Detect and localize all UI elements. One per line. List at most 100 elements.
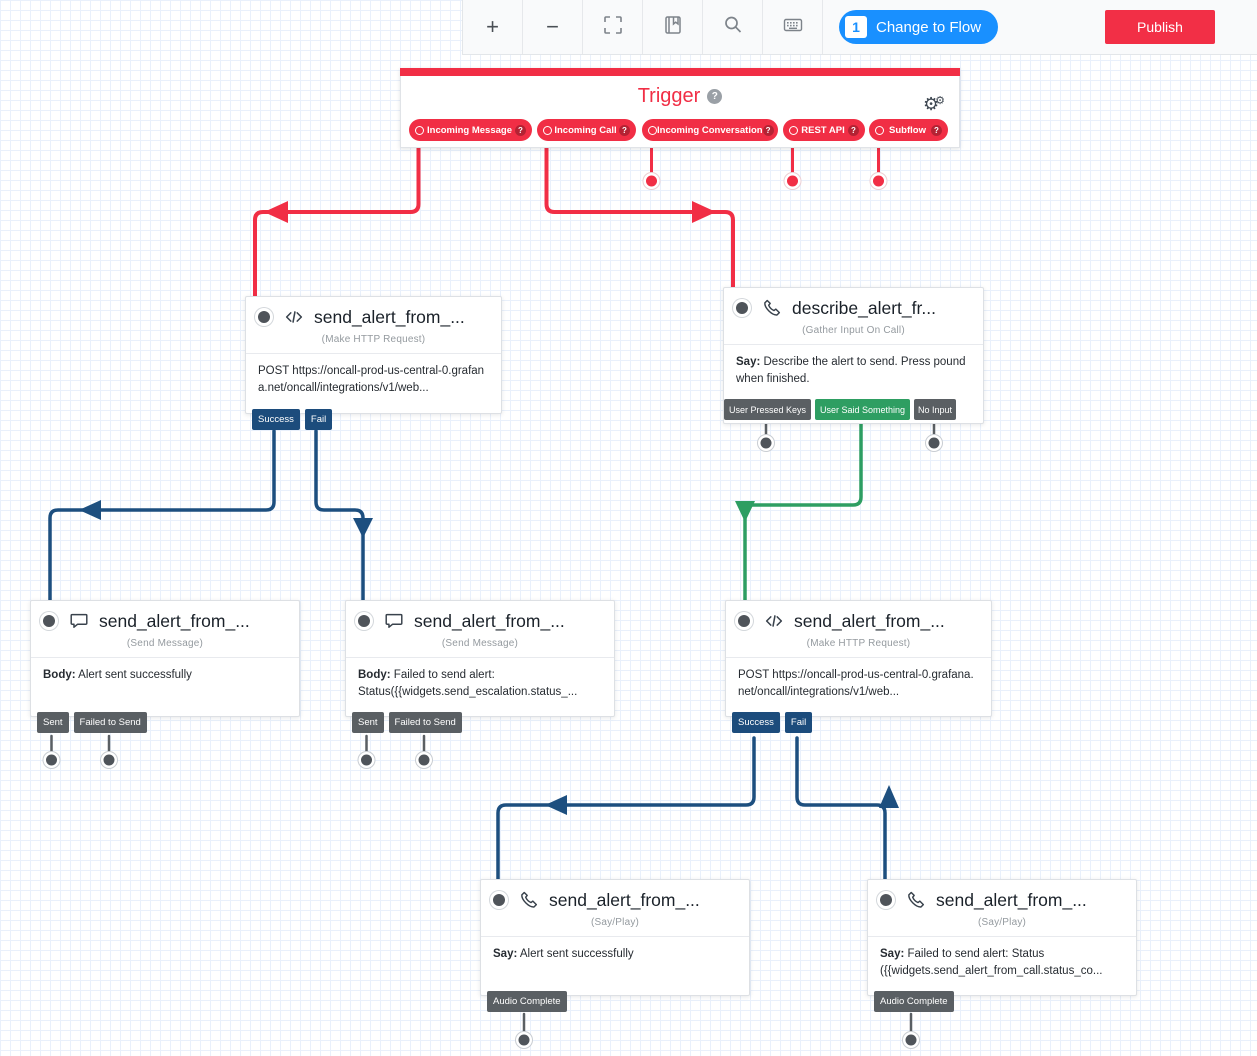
- input-port-dot[interactable]: [736, 302, 748, 314]
- body-text: POST https://oncall-prod-us-central-0.gr…: [258, 365, 485, 394]
- transition-failed-to-send[interactable]: Failed to Send: [388, 712, 462, 733]
- transition-fail[interactable]: Fail: [304, 409, 333, 430]
- keyboard-shortcuts-button[interactable]: [763, 0, 823, 54]
- transition-sent[interactable]: Sent: [37, 712, 69, 733]
- transition-no-input[interactable]: No Input: [914, 399, 956, 420]
- pill-label: Incoming Conversation: [657, 124, 763, 136]
- library-icon: [662, 14, 684, 41]
- code-icon: [763, 610, 785, 632]
- widget-title: send_alert_from_...: [414, 610, 565, 631]
- input-port-dot[interactable]: [258, 311, 270, 323]
- body-text: Alert sent successfully: [75, 669, 192, 681]
- body-label: Body:: [43, 669, 76, 681]
- help-icon[interactable]: ?: [930, 124, 942, 136]
- widget-send-message-success[interactable]: send_alert_from_... (Send Message) Body:…: [30, 600, 300, 733]
- transition-failed-to-send[interactable]: Failed to Send: [73, 712, 147, 733]
- publish-label: Publish: [1137, 19, 1183, 35]
- widget-gather-input-on-call[interactable]: describe_alert_fr... (Gather Input On Ca…: [723, 287, 984, 424]
- connector-http2-fail[interactable]: [795, 736, 887, 882]
- input-port-dot[interactable]: [880, 894, 892, 906]
- input-port-dot[interactable]: [493, 894, 505, 906]
- transition-user-said-something[interactable]: User Said Something: [815, 399, 910, 420]
- arrowhead: [264, 201, 288, 223]
- search-button[interactable]: [703, 0, 763, 54]
- transition-audio-complete[interactable]: Audio Complete: [487, 991, 567, 1012]
- zoom-out-button[interactable]: −: [523, 0, 583, 54]
- code-icon: [283, 306, 305, 328]
- body-label: Say:: [880, 948, 905, 960]
- pill-label: Subflow: [889, 124, 926, 136]
- fit-to-screen-button[interactable]: [583, 0, 643, 54]
- widget-type: (Gather Input On Call): [724, 325, 983, 345]
- connector-http2-success[interactable]: [496, 736, 756, 882]
- fit-screen-icon: [602, 14, 624, 41]
- transition-success[interactable]: Success: [732, 712, 780, 733]
- trigger-pill-rest-api[interactable]: REST API ?: [783, 119, 865, 141]
- arrowhead: [353, 518, 373, 538]
- help-icon[interactable]: ?: [618, 124, 630, 136]
- phone-icon: [761, 297, 783, 319]
- widget-library-button[interactable]: [643, 0, 703, 54]
- widget-send-message-fail[interactable]: send_alert_from_... (Send Message) Body:…: [345, 600, 615, 733]
- port-circle-icon: [415, 125, 424, 135]
- transition-sent[interactable]: Sent: [352, 712, 384, 733]
- trigger-widget[interactable]: Trigger? ⚙⚙ Incoming Message ? Incoming …: [400, 68, 960, 148]
- trigger-pill-incoming-call[interactable]: Incoming Call ?: [537, 119, 636, 141]
- transition-user-pressed-keys[interactable]: User Pressed Keys: [724, 399, 811, 420]
- widget-title: send_alert_from_...: [99, 610, 250, 631]
- input-port-dot[interactable]: [738, 615, 750, 627]
- connector-http1-fail[interactable]: [314, 429, 365, 603]
- change-to-flow-button[interactable]: 1 Change to Flow: [839, 10, 999, 44]
- widget-title: send_alert_from_...: [794, 610, 945, 631]
- port-circle-icon: [875, 125, 884, 135]
- trigger-pill-incoming-message[interactable]: Incoming Message ?: [409, 119, 532, 141]
- plus-icon: +: [486, 14, 499, 39]
- widget-type: (Make HTTP Request): [726, 638, 991, 658]
- widget-make-http-request-sms[interactable]: send_alert_from_... (Make HTTP Request) …: [245, 296, 502, 430]
- pill-label: REST API: [801, 124, 845, 136]
- connector-incoming-call[interactable]: [544, 139, 735, 291]
- transition-audio-complete[interactable]: Audio Complete: [874, 991, 954, 1012]
- widget-title: describe_alert_fr...: [792, 297, 936, 318]
- keyboard-icon: [781, 13, 805, 42]
- trigger-pill-incoming-conversation[interactable]: Incoming Conversation ?: [642, 119, 778, 141]
- help-icon[interactable]: ?: [848, 124, 859, 136]
- pill-label: Incoming Message: [427, 124, 512, 136]
- transition-fail[interactable]: Fail: [784, 712, 813, 733]
- publish-button[interactable]: Publish: [1105, 10, 1215, 44]
- chat-bubble-icon: [68, 610, 90, 632]
- input-port-dot[interactable]: [358, 615, 370, 627]
- phone-icon: [905, 889, 927, 911]
- arrowhead: [692, 201, 716, 223]
- help-icon[interactable]: ?: [515, 124, 526, 136]
- phone-icon: [518, 889, 540, 911]
- gear-icon[interactable]: ⚙⚙: [922, 94, 945, 115]
- input-port-dot[interactable]: [43, 615, 55, 627]
- canvas-toolbar: + − 1 Change to Flow Publish: [462, 0, 1257, 55]
- body-text: Alert sent successfully: [517, 948, 634, 960]
- help-icon[interactable]: ?: [762, 124, 774, 136]
- widget-make-http-request-call[interactable]: send_alert_from_... (Make HTTP Request) …: [725, 600, 992, 733]
- port-circle-icon: [543, 125, 552, 135]
- minus-icon: −: [546, 14, 559, 39]
- connector-incoming-message[interactable]: [253, 139, 421, 299]
- arrowhead: [735, 501, 755, 522]
- trigger-pill-subflow[interactable]: Subflow ?: [869, 119, 948, 141]
- widget-type: (Say/Play): [481, 917, 749, 937]
- arrowhead: [879, 785, 899, 808]
- transition-endpoint-dots[interactable]: [42, 434, 943, 1049]
- transition-success[interactable]: Success: [252, 409, 300, 430]
- trigger-endpoint-dots[interactable]: [642, 172, 888, 190]
- widget-say-play-success[interactable]: send_alert_from_... (Say/Play) Say: Aler…: [480, 879, 750, 1012]
- trigger-title: Trigger: [637, 85, 701, 107]
- help-icon[interactable]: ?: [707, 89, 723, 105]
- widget-title: send_alert_from_...: [314, 306, 465, 327]
- connector-http1-success[interactable]: [48, 429, 276, 603]
- widget-type: (Make HTTP Request): [246, 334, 501, 354]
- widget-say-play-fail[interactable]: send_alert_from_... (Say/Play) Say: Fail…: [867, 879, 1137, 1012]
- chat-bubble-icon: [383, 610, 405, 632]
- body-text: POST https://oncall-prod-us-central-0.gr…: [738, 669, 974, 698]
- body-text: Failed to send alert: Status({{widgets.s…: [358, 669, 578, 698]
- widget-title: send_alert_from_...: [936, 889, 1087, 910]
- zoom-in-button[interactable]: +: [463, 0, 523, 54]
